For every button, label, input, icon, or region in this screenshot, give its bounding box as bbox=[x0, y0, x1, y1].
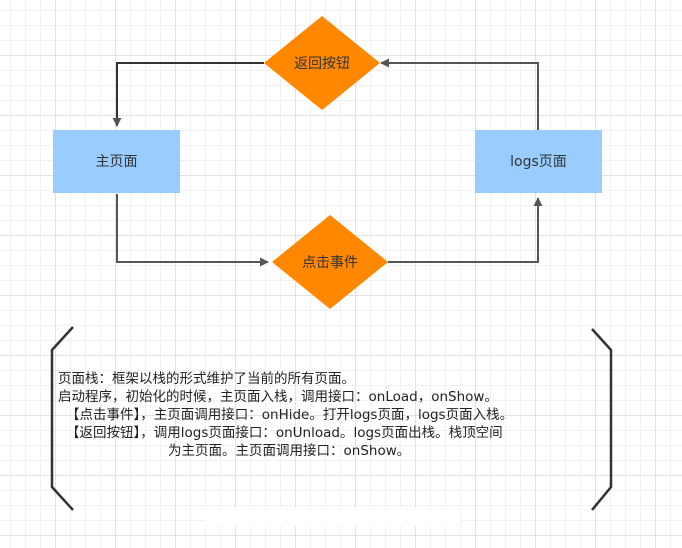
note-line-3: 【点击事件】，主页面调用接口：onHide。打开logs页面，logs页面入栈。 bbox=[66, 407, 514, 423]
logs-page-label: logs页面 bbox=[510, 154, 567, 170]
main-page-box bbox=[53, 130, 180, 193]
arrow-logs-to-back bbox=[380, 58, 539, 130]
logs-page-box bbox=[475, 130, 602, 193]
back-button-label: 返回按钮 bbox=[294, 56, 350, 72]
click-event-diamond bbox=[272, 215, 388, 309]
note-line-5: 为主页面。主页面调用接口：onShow。 bbox=[168, 443, 411, 459]
arrow-click-to-logs bbox=[388, 197, 543, 263]
note-line-2: 启动程序，初始化的时候，主页面入栈，调用接口：onLoad，onShow。 bbox=[58, 389, 498, 405]
click-event-label: 点击事件 bbox=[302, 255, 358, 271]
bottom-blank-area bbox=[205, 508, 460, 526]
arrow-main-to-click bbox=[116, 194, 269, 267]
note-line-1: 页面栈：框架以栈的形式维护了当前的所有页面。 bbox=[58, 371, 355, 387]
note-line-4: 【返回按钮】，调用logs页面接口：onUnload。logs页面出栈。栈顶空间 bbox=[66, 425, 503, 441]
click-event-node: 点击事件 bbox=[272, 215, 388, 309]
arrow-back-to-main bbox=[112, 62, 264, 127]
right-bracket bbox=[591, 328, 613, 511]
back-button-diamond bbox=[264, 16, 380, 110]
back-button-node: 返回按钮 bbox=[264, 16, 380, 110]
page-stack-note: 页面栈：框架以栈的形式维护了当前的所有页面。 启动程序，初始化的时候，主页面入栈… bbox=[58, 370, 618, 460]
main-page-node: 主页面 bbox=[53, 130, 180, 193]
main-page-label: 主页面 bbox=[96, 154, 138, 170]
logs-page-node: logs页面 bbox=[475, 130, 602, 193]
left-bracket bbox=[50, 326, 74, 511]
